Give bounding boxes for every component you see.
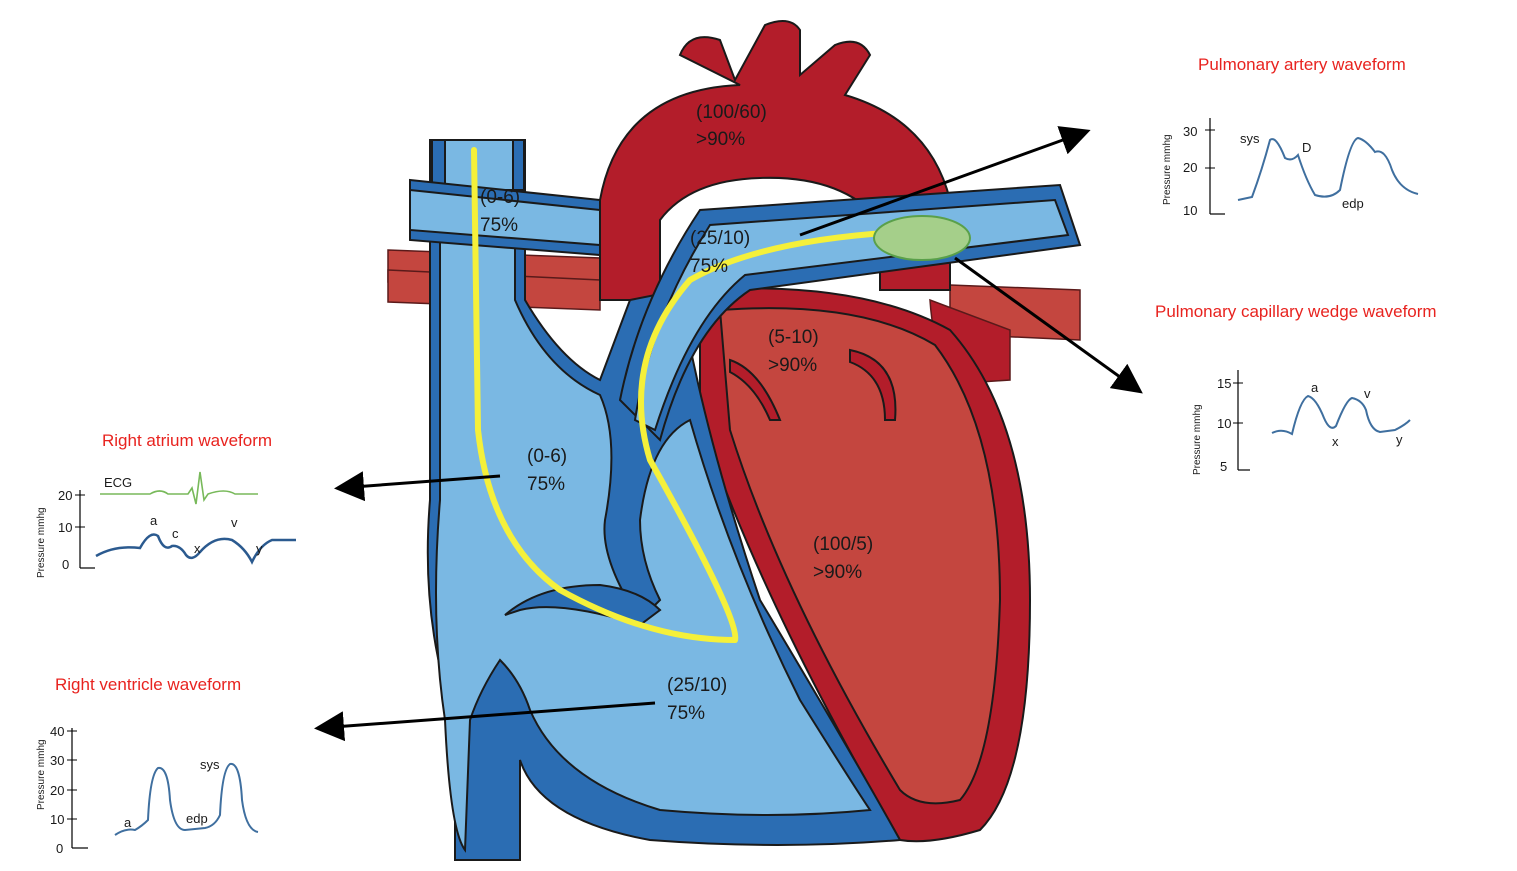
ra-wave-trace [95, 533, 296, 565]
ra-tick-10: 10 [58, 520, 72, 535]
rv-waveform-panel: Right ventricle waveform Pressure mmhg 4… [36, 675, 259, 856]
pa-tick-30: 30 [1183, 124, 1197, 139]
ra-tick-20: 20 [58, 488, 72, 503]
pcwp-label-y: y [1396, 432, 1403, 447]
pcwp-label-v: v [1364, 386, 1371, 401]
pa-label-sys: sys [1240, 131, 1260, 146]
left-heart [699, 287, 1032, 843]
ra-axis-title: Pressure mmhg [36, 507, 47, 578]
rv-pressure: (25/10) [667, 675, 727, 696]
pcwp-waveform-title: Pulmonary capillary wedge waveform [1155, 302, 1437, 321]
ra-label-a: a [150, 513, 158, 528]
pa-tick-20: 20 [1183, 160, 1197, 175]
wedge-balloon [873, 215, 971, 261]
pa-waveform-title: Pulmonary artery waveform [1198, 55, 1406, 74]
pa-wave-trace [1237, 136, 1419, 201]
rv-wave-trace [114, 762, 259, 836]
pa-saturation: 75% [690, 256, 728, 277]
la-saturation: >90% [768, 355, 817, 376]
pcwp-waveform-panel: Pulmonary capillary wedge waveform Press… [1155, 302, 1437, 475]
pcwp-label-x: x [1332, 434, 1339, 449]
pcwp-tick-15: 15 [1217, 376, 1231, 391]
aorta-pressure: (100/60) [696, 102, 767, 123]
pcwp-label-a: a [1311, 380, 1319, 395]
ra-saturation: 75% [527, 474, 565, 495]
pa-label-edp: edp [1342, 196, 1364, 211]
lv-pressure: (100/5) [813, 534, 873, 555]
ra-waveform-title: Right atrium waveform [102, 431, 272, 450]
arrow-pcwp [954, 256, 1143, 394]
catheter [471, 147, 971, 643]
pcwp-tick-5: 5 [1220, 459, 1227, 474]
pcwp-tick-10: 10 [1217, 416, 1231, 431]
rv-tick-20: 20 [50, 783, 64, 798]
rv-saturation: 75% [667, 703, 705, 724]
arrow-pa [799, 126, 1091, 237]
ra-label-v: v [231, 515, 238, 530]
pa-label-d: D [1302, 140, 1311, 155]
rv-tick-40: 40 [50, 724, 64, 739]
pa-waveform-panel: Pulmonary artery waveform Pressure mmhg … [1162, 55, 1419, 218]
pcwp-wave-trace [1271, 394, 1411, 436]
right-heart [426, 139, 902, 861]
lv-saturation: >90% [813, 562, 862, 583]
aorta-saturation: >90% [696, 129, 745, 150]
arrow-rv [314, 701, 656, 742]
ra-pressure: (0-6) [527, 446, 567, 467]
ra-label-c: c [172, 526, 179, 541]
rv-tick-0: 0 [56, 841, 63, 856]
pointer-arrows [314, 126, 1143, 742]
rv-label-sys: sys [200, 757, 220, 772]
ra-tick-0: 0 [62, 557, 69, 572]
pa-tick-10: 10 [1183, 203, 1197, 218]
ra-waveform-panel: Right atrium waveform Pressure mmhg 20 1… [36, 431, 296, 578]
rv-tick-10: 10 [50, 812, 64, 827]
ra-label-y: y [256, 541, 263, 556]
rv-label-a: a [124, 815, 132, 830]
pcwp-axis-title: Pressure mmhg [1192, 404, 1203, 475]
aorta [599, 20, 951, 301]
rv-label-edp: edp [186, 811, 208, 826]
svc-saturation: 75% [480, 215, 518, 236]
svc-pressure: (0-6) [480, 187, 520, 208]
arrow-ra [334, 471, 501, 502]
pa-axis-title: Pressure mmhg [1162, 134, 1173, 205]
ra-ecg-label: ECG [104, 475, 132, 490]
la-pressure: (5-10) [768, 327, 819, 348]
rv-axis-title: Pressure mmhg [36, 739, 47, 810]
rv-tick-30: 30 [50, 753, 64, 768]
ra-label-x: x [194, 541, 201, 556]
pa-pressure: (25/10) [690, 228, 750, 249]
vena-cava [409, 139, 601, 257]
ra-ecg-trace [100, 471, 258, 505]
rv-waveform-title: Right ventricle waveform [55, 675, 241, 694]
region-labels: (100/60) >90% (0-6) 75% (25/10) 75% (5-1… [480, 102, 873, 724]
